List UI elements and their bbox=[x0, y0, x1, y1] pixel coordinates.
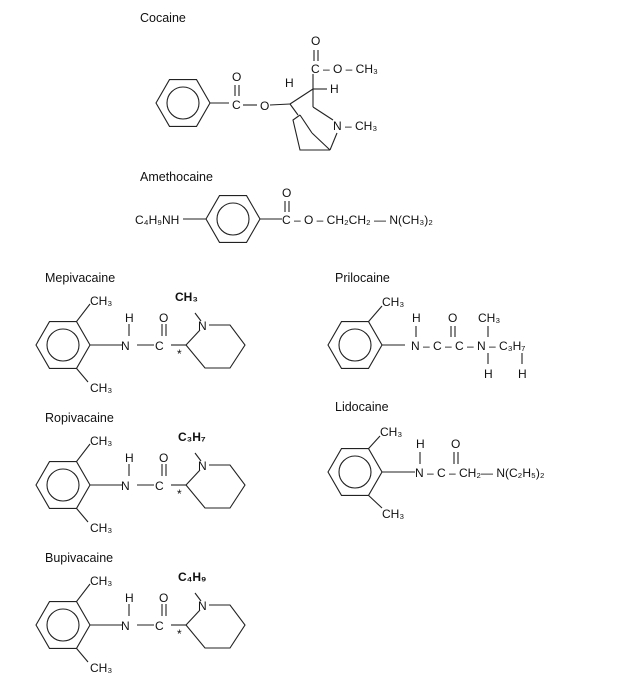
chiral-star: * bbox=[177, 487, 182, 501]
atom-o: O bbox=[159, 311, 168, 325]
methyl: CH₃ bbox=[90, 434, 112, 448]
butylamino: C₄H₉NH bbox=[135, 213, 179, 227]
lidocaine-structure: Lidocaine CH₃ CH₃ H O N – C – CH₂— N(C₂H… bbox=[327, 400, 545, 521]
ropivacaine-structure: Ropivacaine CH₃ CH₃ H O N C * N C₃H₇ bbox=[35, 411, 246, 535]
atom-h: H bbox=[416, 437, 425, 451]
ring-n: N bbox=[198, 319, 207, 333]
atom-h: H bbox=[285, 76, 294, 90]
prilocaine-title: Prilocaine bbox=[335, 271, 390, 285]
bupivacaine-structure: Bupivacaine CH₃ CH₃ H O N C * N C₄H₉ bbox=[35, 551, 246, 675]
atom-o: O bbox=[448, 311, 457, 325]
methyl: CH₃ bbox=[90, 574, 112, 588]
cocaine-structure: Cocaine O C O H H O C – O – CH₃ N – CH₃ bbox=[140, 11, 378, 151]
atom-h: H bbox=[330, 82, 339, 96]
atom-o: O bbox=[311, 34, 320, 48]
prilocaine-structure: Prilocaine CH₃ H O CH₃ N – C – C – N – C… bbox=[327, 271, 527, 381]
methyl: CH₃ bbox=[382, 507, 404, 521]
mepivacaine-structure: Mepivacaine CH₃ CH₃ H O N C * N CH₃ bbox=[35, 271, 246, 395]
n-substituent: C₃H₇ bbox=[178, 430, 206, 444]
atom-c: C bbox=[155, 479, 164, 493]
atom-o: O bbox=[260, 99, 269, 113]
bupivacaine-title: Bupivacaine bbox=[45, 551, 113, 565]
cocaine-title: Cocaine bbox=[140, 11, 186, 25]
mepivacaine-title: Mepivacaine bbox=[45, 271, 115, 285]
atom-c: C bbox=[232, 98, 241, 112]
atom-h: H bbox=[125, 591, 134, 605]
methyl: CH₃ bbox=[90, 521, 112, 535]
atom-h: H bbox=[484, 367, 493, 381]
atom-n: N bbox=[121, 479, 130, 493]
atom-o: O bbox=[159, 451, 168, 465]
methyl: CH₃ bbox=[90, 661, 112, 675]
atom-n: N bbox=[121, 619, 130, 633]
n-methyl: N – CH₃ bbox=[333, 119, 377, 133]
methyl: CH₃ bbox=[382, 295, 404, 309]
methyl: CH₃ bbox=[380, 425, 402, 439]
methyl: CH₃ bbox=[478, 311, 500, 325]
methyl: CH₃ bbox=[90, 381, 112, 395]
atom-o: O bbox=[451, 437, 460, 451]
amethocaine-title: Amethocaine bbox=[140, 170, 213, 184]
atom-o: O bbox=[232, 70, 241, 84]
atom-o: O bbox=[282, 186, 291, 200]
n-substituent: C₄H₉ bbox=[178, 570, 206, 584]
amide-chain: N – C – CH₂— N(C₂H₅)₂ bbox=[415, 466, 545, 480]
atom-h: H bbox=[125, 311, 134, 325]
atom-c: C bbox=[155, 619, 164, 633]
atom-o: O bbox=[159, 591, 168, 605]
atom-n: N bbox=[121, 339, 130, 353]
atom-h: H bbox=[125, 451, 134, 465]
chiral-star: * bbox=[177, 347, 182, 361]
ring-n: N bbox=[198, 599, 207, 613]
amide-chain: N – C – C – N – C₃H₇ bbox=[411, 339, 525, 353]
atom-h: H bbox=[518, 367, 527, 381]
methyl-ester: C – O – CH₃ bbox=[311, 62, 378, 76]
atom-h: H bbox=[412, 311, 421, 325]
chiral-star: * bbox=[177, 627, 182, 641]
ropivacaine-title: Ropivacaine bbox=[45, 411, 114, 425]
atom-c: C bbox=[155, 339, 164, 353]
n-substituent: CH₃ bbox=[175, 290, 198, 304]
amethocaine-structure: Amethocaine C₄H₉NH O C – O – CH₂CH₂ — N(… bbox=[135, 170, 433, 243]
lidocaine-title: Lidocaine bbox=[335, 400, 389, 414]
ester-chain: C – O – CH₂CH₂ — N(CH₃)₂ bbox=[282, 213, 433, 227]
ring-n: N bbox=[198, 459, 207, 473]
methyl: CH₃ bbox=[90, 294, 112, 308]
